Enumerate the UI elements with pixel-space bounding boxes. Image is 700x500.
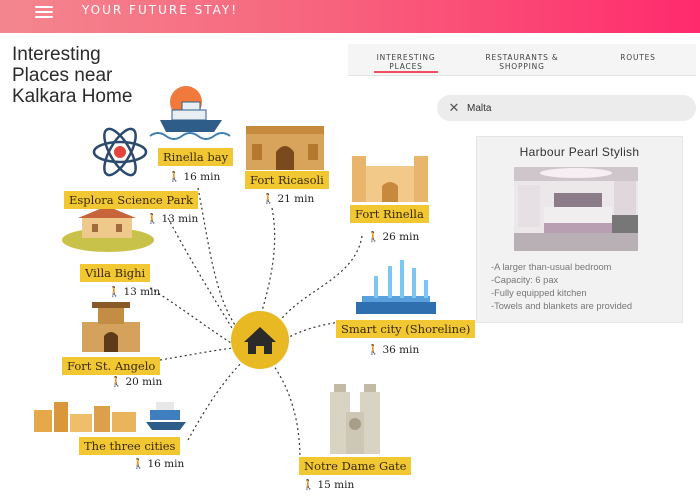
ship-icon [149,86,231,140]
tab-label-line: RESTAURANTS & [485,53,559,62]
feature-item: -Towels and blankets are provided [491,301,633,311]
cathedral-icon [330,384,380,454]
walk-time-villa-bighi: 🚶13 min [108,286,160,298]
walking-person-icon: 🚶 [108,287,121,298]
title-line: Interesting [12,44,101,65]
close-icon[interactable]: ✕ [448,100,460,115]
tab-label-line: PLACES [389,62,423,71]
walking-person-icon: 🚶 [302,480,315,491]
tab-label-line: INTERESTING [376,53,436,62]
walking-person-icon: 🚶 [110,377,123,388]
walk-time-fort-ricasoli: 🚶21 min [262,193,314,205]
fort-tower-icon [82,302,140,352]
tab-interesting-places[interactable]: INTERESTING PLACES [348,44,464,75]
title-line: Kalkara Home [12,86,133,107]
menu-hamburger-icon[interactable] [35,6,53,18]
category-tabs: INTERESTING PLACES RESTAURANTS & SHOPPIN… [348,44,696,76]
place-label-fort-ricasoli: Fort Ricasoli [245,171,329,189]
infographic-title: Interesting Places near Kalkara Home [12,44,162,107]
feature-item: -A larger than-usual bedroom [491,262,612,272]
tab-routes[interactable]: ROUTES [580,44,696,75]
walk-time-three-cities: 🚶16 min [132,458,184,470]
brand-title: YOUR FUTURE STAY! [82,3,239,17]
place-label-fort-st-angelo: Fort St. Angelo [62,357,161,375]
place-label-rinella-bay: Rinella bay [158,148,234,166]
walk-time-fort-st-angelo: 🚶20 min [110,376,162,388]
place-label-villa-bighi: Villa Bighi [80,264,151,282]
walk-time-notre-dame-gate: 🚶15 min [302,479,354,491]
castle-icon [352,156,428,202]
walk-time-value: 20 min [125,376,163,388]
walking-person-icon: 🚶 [146,214,159,225]
feature-item: -Fully equipped kitchen [491,288,587,298]
walk-time-rinella-bay: 🚶16 min [168,171,220,183]
connector-lines [149,187,363,461]
villa-icon [62,206,154,252]
place-label-three-cities: The three cities [79,437,181,455]
walking-person-icon: 🚶 [262,194,275,205]
walk-time-esplora: 🚶13 min [146,213,198,225]
bedroom-image-icon [514,167,638,251]
city-skyline-icon [34,402,186,432]
title-line: Places near [12,65,113,86]
tab-label-line: ROUTES [620,53,656,62]
places-infographic [34,86,436,461]
place-label-esplora: Esplora Science Park [64,191,198,209]
atom-icon [92,127,148,177]
walking-person-icon: 🚶 [132,459,145,470]
walk-time-value: 16 min [147,458,185,470]
tab-label-line: SHOPPING [499,62,545,71]
walk-time-value: 16 min [183,171,221,183]
place-label-notre-dame-gate: Notre Dame Gate [299,457,412,475]
fountain-icon [356,260,436,314]
walk-time-value: 13 min [161,213,199,225]
fort-gate-icon [246,126,324,170]
walking-person-icon: 🚶 [367,232,380,243]
walk-time-value: 15 min [317,479,355,491]
walking-person-icon: 🚶 [367,345,380,356]
home-icon [231,311,289,369]
property-card[interactable]: Harbour Pearl Stylish -A larger than-usu… [476,136,683,323]
top-bar: YOUR FUTURE STAY! [0,0,700,33]
place-label-smart-city: Smart city (Shoreline) [336,320,476,338]
tab-restaurants-shopping[interactable]: RESTAURANTS & SHOPPING [464,44,580,75]
walk-time-value: 26 min [382,231,420,243]
walk-time-smart-city: 🚶36 min [367,344,419,356]
property-title: Harbour Pearl Stylish [519,145,640,159]
property-features: -A larger than-usual bedroom -Capacity: … [491,261,681,313]
walking-person-icon: 🚶 [168,172,181,183]
location-filter-chip[interactable]: ✕ Malta [437,95,696,121]
location-filter-value: Malta [467,102,492,114]
place-label-fort-rinella: Fort Rinella [350,205,429,223]
walk-time-value: 21 min [277,193,315,205]
walk-time-fort-rinella: 🚶26 min [367,231,419,243]
walk-time-value: 13 min [123,286,161,298]
property-photo[interactable] [514,167,638,251]
feature-item: -Capacity: 6 pax [491,275,559,285]
walk-time-value: 36 min [382,344,420,356]
